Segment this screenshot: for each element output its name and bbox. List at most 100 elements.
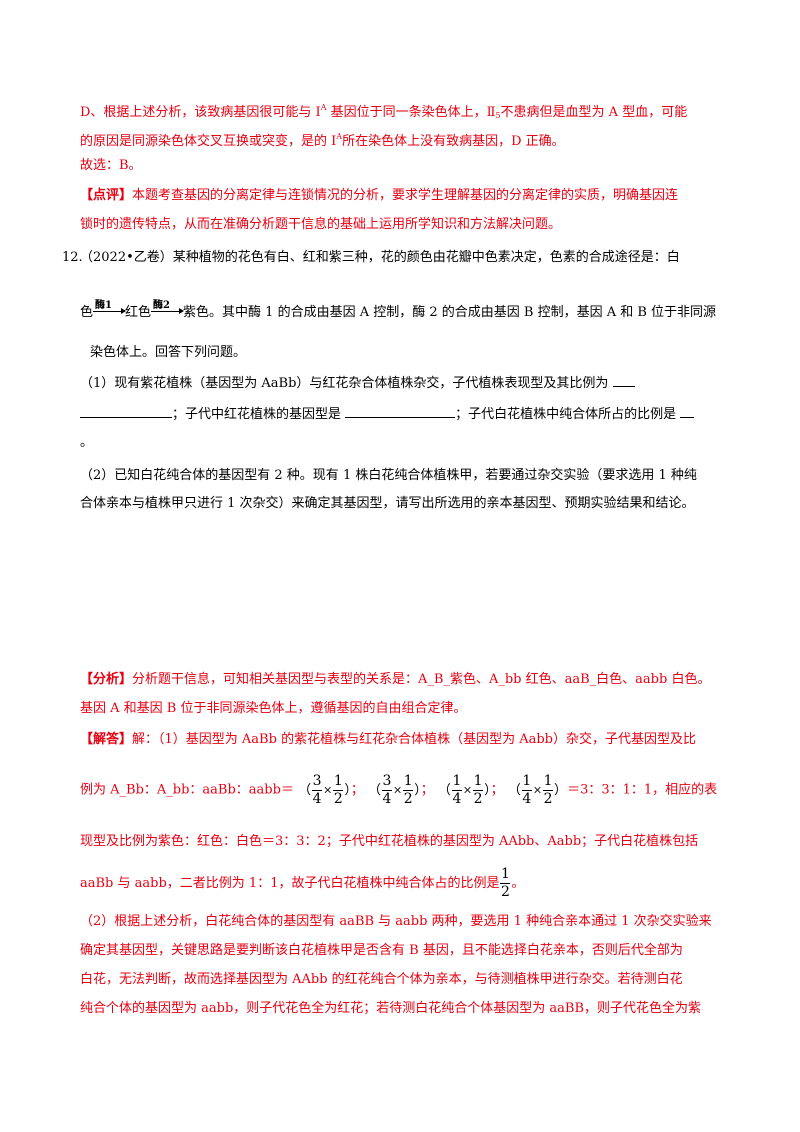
text-segment: 基因位于同一条染色体上，Ⅱ: [326, 105, 496, 120]
text-segment: 所在染色体上没有致病基因，D 正确。: [342, 134, 565, 149]
numerator: 1: [501, 866, 510, 882]
denominator: 2: [403, 790, 413, 807]
paren: ）: [554, 782, 568, 798]
question-line-1: （2022•乙卷）某种植物的花色有白、红和紫三种，花的颜色由花瓣中色素决定，色素…: [80, 250, 680, 265]
text-segment: 解：（1）基因型为 AaBb 的紫花植株与红花杂合体植株（基因型为 Aabb）杂…: [132, 732, 696, 747]
numerator: 1: [473, 772, 483, 789]
times-sign: ×: [323, 783, 333, 796]
paren: ）: [414, 782, 421, 798]
subscript: 5: [495, 111, 501, 120]
separator: ；: [420, 782, 434, 798]
text-segment: 分析题干信息，可知相关基因型与表型的关系是：A_B_紫色、A_bb 红色、aaB…: [132, 672, 711, 687]
text-segment: ；子代白花植株中纯合体所占的比例是: [455, 407, 677, 422]
solution-line-7: 白花，无法判断，故而选择基因型为 AAbb 的红花纯合个体为亲本，与待测植株甲进…: [80, 972, 683, 987]
text-segment: D、根据上述分析，该致病基因很可能与 I: [80, 105, 321, 120]
separator: ；: [490, 782, 504, 798]
answer-blank[interactable]: [345, 403, 456, 418]
analysis-line-1: 【分析】分析题干信息，可知相关基因型与表型的关系是：A_B_紫色、A_bb 红色…: [80, 670, 710, 690]
denominator: 2: [501, 884, 510, 900]
numerator: 1: [403, 772, 413, 789]
denominator: 2: [333, 790, 343, 807]
solution-line-5: （2）根据上述分析，白花纯合体的基因型有 aaBB 与 aabb 两种，要选用 …: [80, 914, 712, 929]
denominator: 4: [382, 790, 392, 807]
solution-line-3: 现型及比例为紫色：红色：白色＝3：3：2；子代中红花植株的基因型为 AAbb、A…: [80, 834, 699, 849]
answer-blank[interactable]: [680, 403, 695, 418]
numerator: 1: [543, 772, 553, 789]
text-segment: 的原因是同源染色体交叉互换或突变，是的 I: [80, 134, 337, 149]
numerator: 1: [333, 772, 343, 789]
comment-line-1: 【点评】本题考查基因的分离定律与连锁情况的分析，要求学生理解基因的分离定律的实质…: [80, 186, 678, 206]
times-sign: ×: [393, 783, 403, 796]
question-part1-end: 。: [80, 435, 94, 450]
paren: （: [298, 782, 312, 798]
paren: ）: [344, 782, 351, 798]
solution-tag: 【解答】: [80, 732, 133, 747]
option-d-line-2: 的原因是同源染色体交叉互换或突变，是的 IA所在染色体上没有致病基因，D 正确。: [80, 127, 565, 152]
paren: ）: [484, 782, 491, 798]
text-segment: 红色: [125, 305, 152, 320]
text-segment: ；子代中红花植株的基因型是: [172, 407, 342, 422]
text-segment: 色: [80, 305, 94, 320]
solution-line-8: 纯合个体的基因型为 aabb，则子代花色全为红花；若待测白花纯合个体基因型为 a…: [80, 1001, 702, 1016]
solution-line-1: 【解答】解：（1）基因型为 AaBb 的紫花植株与红花杂合体植株（基因型为 Aa…: [80, 730, 696, 750]
times-sign: ×: [532, 783, 543, 796]
denominator: 4: [452, 790, 462, 807]
numerator: 1: [522, 772, 532, 789]
denominator: 4: [522, 790, 532, 807]
text-segment: 。: [511, 876, 525, 891]
question-part2-line-2: 合体亲本与植株甲只进行 1 次杂交）来确定其基因型，请写出所选用的亲本基因型、预…: [80, 496, 695, 511]
enzyme-arrow: 酶2: [151, 300, 185, 320]
question-part1-line: （1）现有紫花植株（基因型为 AaBb）与红花杂合体植株杂交，子代植株表现型及其…: [80, 372, 635, 394]
answer-choice: 故选：B。: [80, 158, 142, 173]
separator: ；: [350, 782, 364, 798]
arrow-icon: [93, 308, 127, 314]
question-part2-line-1: （2）已知白花纯合体的基因型有 2 种。现有 1 株白花纯合体植株甲，若要通过杂…: [80, 468, 697, 483]
denominator: 2: [473, 790, 483, 807]
text-segment: ＝3：3：1：1，相应的表: [567, 782, 718, 798]
text-segment: 不患病但是血型为 A 型血，可能: [500, 105, 688, 120]
question-line-3: 染色体上。回答下列问题。: [90, 345, 247, 360]
analysis-line-2: 基因 A 和基因 B 位于非同源染色体上，遵循基因的自由组合定律。: [80, 701, 467, 716]
times-sign: ×: [462, 783, 473, 796]
answer-blank[interactable]: [612, 372, 635, 387]
paren: （: [507, 782, 521, 798]
paren: （: [368, 782, 382, 798]
denominator: 4: [312, 790, 322, 807]
question-number: 12.: [62, 250, 83, 265]
superscript: A: [336, 132, 343, 141]
paren: （: [437, 782, 451, 798]
text-segment: 例为 A_Bb：A_bb：aaBb：aabb＝: [80, 782, 294, 798]
text-segment: 本题考查基因的分离定律与连锁情况的分析，要求学生理解基因的分离定律的实质，明确基…: [132, 188, 679, 203]
enzyme-label: 酶1: [95, 300, 112, 311]
text-segment: aaBb 与 aabb，二者比例为 1：1，故子代白花植株中纯合体占的比例是: [80, 876, 500, 891]
arrow-icon: [151, 308, 185, 314]
solution-line-6: 确定其基因型，关键思路是要判断该白花植株甲是否含有 B 基因，且不能选择白花亲本…: [80, 943, 683, 958]
analysis-tag: 【分析】: [80, 672, 133, 687]
superscript: A: [320, 103, 327, 112]
answer-blank[interactable]: [80, 403, 172, 418]
numerator: 3: [312, 772, 322, 789]
text-segment: （1）现有紫花植株（基因型为 AaBb）与红花杂合体植株杂交，子代植株表现型及其…: [80, 376, 609, 391]
enzyme-arrow: 酶1: [93, 300, 127, 320]
denominator: 2: [543, 790, 553, 807]
question-part1-line-2: ；子代中红花植株的基因型是 ；子代白花植株中纯合体所占的比例是: [80, 403, 695, 425]
option-d-line-1: D、根据上述分析，该致病基因很可能与 IA 基因位于同一条染色体上，Ⅱ5不患病但…: [80, 98, 687, 126]
enzyme-label: 酶2: [153, 300, 170, 311]
numerator: 3: [382, 772, 392, 789]
